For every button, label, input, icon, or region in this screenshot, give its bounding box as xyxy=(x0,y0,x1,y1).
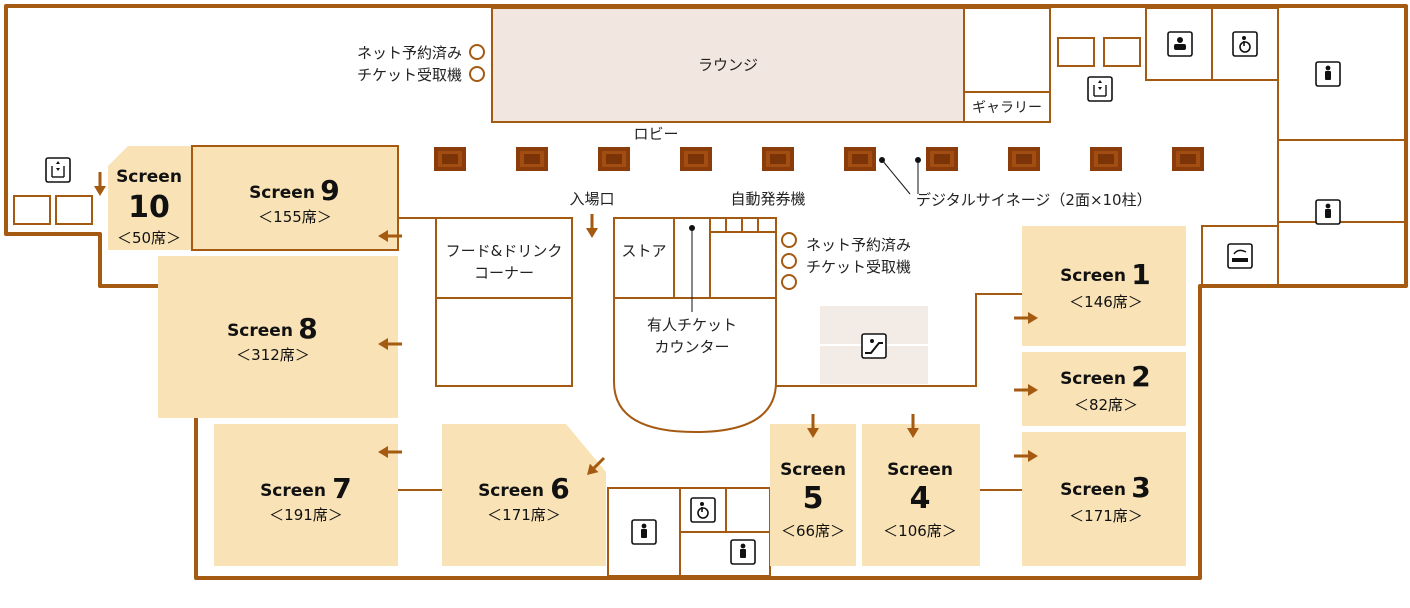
restroom-icon xyxy=(631,519,657,545)
screen-2-number: 2 xyxy=(1131,360,1150,393)
screen-4 xyxy=(862,424,980,566)
food-drink-label-1: フード&ドリンク xyxy=(446,242,563,260)
screen-3-word: Screen xyxy=(1060,480,1126,500)
screen-2-seats: ＜82席＞ xyxy=(1074,396,1138,414)
lounge-label: ラウンジ xyxy=(698,56,758,74)
restroom-icon xyxy=(1315,199,1341,225)
lobby-label: ロビー xyxy=(633,125,678,143)
screen-4-seats: ＜106席＞ xyxy=(883,522,957,540)
screen-6-word: Screen xyxy=(478,481,544,501)
entrance-label: 入場口 xyxy=(569,190,614,208)
screen-10 xyxy=(108,146,192,250)
screen-8-seats: ＜312席＞ xyxy=(236,346,310,364)
signage-label: デジタルサイネージ（2面×10柱） xyxy=(916,191,1152,209)
restroom-icon xyxy=(1315,61,1341,87)
screen-5-word: Screen xyxy=(780,460,846,480)
screen-5-number: 5 xyxy=(803,481,824,516)
screen-6-number: 6 xyxy=(550,472,569,505)
accessible-restroom-icon xyxy=(690,497,716,523)
screen-7-number: 7 xyxy=(332,472,351,505)
screen-3-number: 3 xyxy=(1131,471,1150,504)
elevator-icon xyxy=(1087,76,1113,102)
screen-6 xyxy=(442,424,606,566)
ticket-pickup-label-mid: チケット受取機 xyxy=(806,258,911,276)
screen-10-word: Screen xyxy=(116,167,182,187)
screen-10-seats: ＜50席＞ xyxy=(117,229,181,247)
screen-9 xyxy=(191,145,399,251)
counter-label-1: 有人チケット xyxy=(647,316,737,334)
screen-10-number: 10 xyxy=(128,190,170,225)
screen-8-number: 8 xyxy=(298,312,317,345)
screen-8-word: Screen xyxy=(227,321,293,341)
elevator-icon xyxy=(45,157,71,183)
screen-5 xyxy=(770,424,856,566)
screen-7-word: Screen xyxy=(260,481,326,501)
net-reserved-label-mid: ネット予約済み xyxy=(806,236,911,254)
counter-label-2: カウンター xyxy=(654,338,729,356)
store-label: ストア xyxy=(621,242,666,260)
screen-9-word: Screen xyxy=(249,183,315,203)
smoking-room-icon xyxy=(1227,243,1253,269)
screen-1 xyxy=(1022,226,1186,346)
ticket-machine-label: 自動発券機 xyxy=(730,190,805,208)
restroom-icon xyxy=(730,539,756,565)
screen-9-number: 9 xyxy=(320,174,339,207)
net-reserved-label-top: ネット予約済み xyxy=(357,44,462,62)
escalator-icon xyxy=(861,333,887,359)
ticket-pickup-label-top: チケット受取機 xyxy=(357,66,462,84)
screen-1-word: Screen xyxy=(1060,266,1126,286)
screen-8 xyxy=(158,256,398,418)
accessible-restroom-icon xyxy=(1232,31,1258,57)
screen-7 xyxy=(214,424,398,566)
gallery-label: ギャラリー xyxy=(972,100,1042,116)
screen-5-seats: ＜66席＞ xyxy=(781,522,845,540)
ticket-counter xyxy=(613,217,777,434)
screen-4-word: Screen xyxy=(887,460,953,480)
food-drink-label-2: コーナー xyxy=(474,264,534,282)
screen-1-seats: ＜146席＞ xyxy=(1069,293,1143,311)
screen-3-seats: ＜171席＞ xyxy=(1069,507,1143,525)
baby-room-icon xyxy=(1167,31,1193,57)
screen-6-seats: ＜171席＞ xyxy=(487,506,561,524)
lounge xyxy=(491,7,965,123)
screen-2-word: Screen xyxy=(1060,369,1126,389)
screen-4-number: 4 xyxy=(910,481,931,516)
screen-1-number: 1 xyxy=(1131,258,1150,291)
screen-3 xyxy=(1022,432,1186,566)
screen-9-seats: ＜155席＞ xyxy=(258,208,332,226)
screen-2 xyxy=(1022,352,1186,426)
screen-7-seats: ＜191席＞ xyxy=(269,506,343,524)
